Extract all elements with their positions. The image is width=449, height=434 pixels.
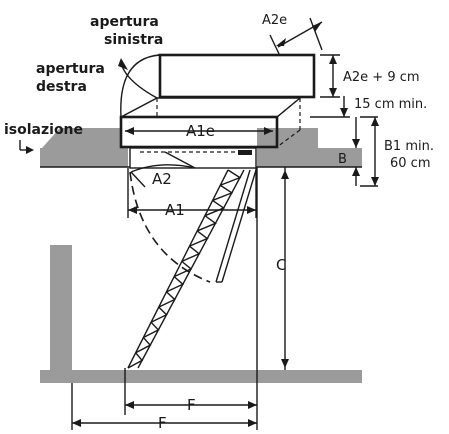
hatch-swing-arc [130,164,196,173]
ladder-step [220,169,242,186]
label-a2e-plus: A2e + 9 cm [343,70,420,85]
label-opening-right-2: destra [36,79,87,95]
label-f-outer: F [158,414,167,432]
ladder-step [189,230,209,247]
label-a1e: A1e [186,122,215,140]
ladder-step [150,306,168,323]
dimension-a1e [125,127,273,135]
opening-arc-left [120,54,161,118]
ladder-swing-arc [129,171,211,283]
ceiling-slab-right [257,148,362,167]
dimension-f-inner [124,167,258,430]
ladder-step [127,352,144,369]
ladder-step [143,321,160,339]
label-f-inner: F [187,396,196,414]
ceiling-slab [40,148,362,168]
ladder-step [166,276,185,293]
ladder-step [173,260,193,278]
insulation-layer-right [257,128,318,148]
label-opening-left-1: apertura [90,14,159,30]
label-a2e: A2e [262,13,287,28]
dimension-b1 [360,116,379,187]
label-b: B [338,152,347,167]
ladder-step [135,337,152,354]
floor [40,370,362,383]
wall [50,245,72,372]
opening-arc-right [121,65,158,99]
insulation-pointer [19,140,34,154]
ladder-step [158,291,176,308]
ladder-step [212,184,234,202]
dimension-a1 [127,168,257,218]
label-opening-left-2: sinistra [104,32,163,48]
label-b1-1: B1 min. [384,139,434,154]
ladder-step [196,215,217,232]
label-a1: A1 [165,201,185,219]
ladder-step [181,245,201,263]
insulation-layer [42,128,122,148]
hatch-frame [129,147,257,169]
dimension-c [281,167,289,370]
dimension-b [352,117,360,186]
dimension-a2e-plus [320,54,340,98]
folding-ladder [127,169,257,369]
ladder-step [204,199,226,217]
dimension-15cm [310,96,350,118]
hatch-lid [157,53,316,99]
dimension-a2e [269,17,323,57]
label-a2: A2 [152,170,172,188]
dimension-f-outer [71,383,257,430]
label-opening-right-1: apertura [36,61,105,77]
label-b1-2: 60 cm [390,156,431,171]
label-insulation: isolazione [4,122,83,138]
label-15cm-min: 15 cm min. [354,97,427,112]
label-c: C [276,256,286,274]
ceiling-slab-left [40,148,128,167]
